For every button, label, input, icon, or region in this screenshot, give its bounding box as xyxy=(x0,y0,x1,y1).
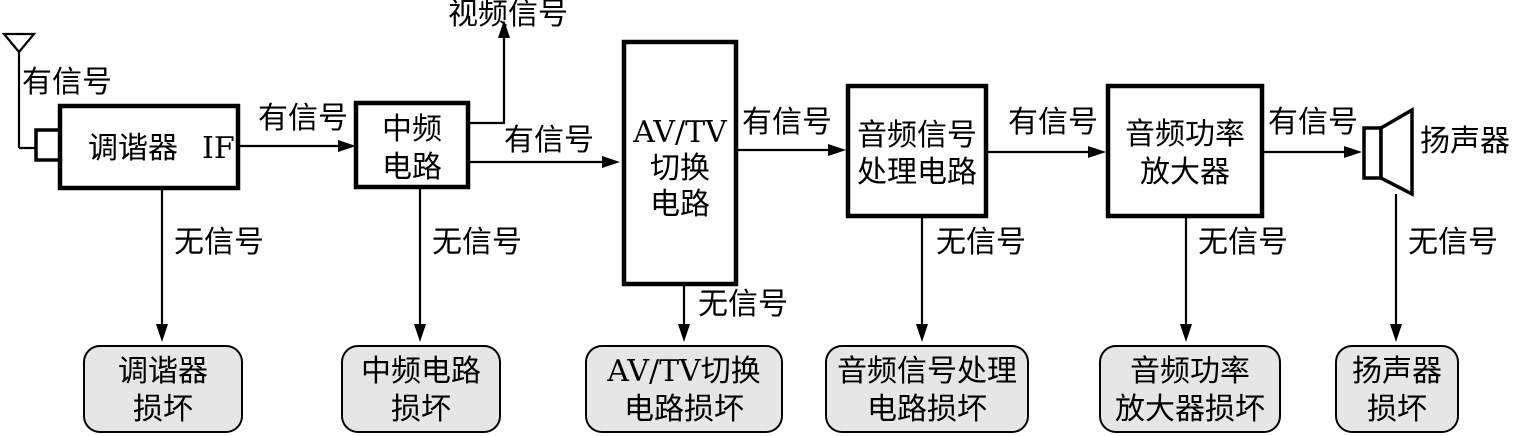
av-switch-label-line1: AV/TV xyxy=(632,115,728,150)
audio-amp-fault-line2: 放大器损坏 xyxy=(1115,392,1265,427)
if-no-signal-label: 无信号 xyxy=(432,225,522,260)
tuner-block xyxy=(57,103,241,191)
speaker-fault-line1: 扬声器 xyxy=(1352,354,1442,389)
av-tv-switch-block xyxy=(621,39,739,287)
speaker-fault-box xyxy=(1335,345,1459,433)
audio-proc-out-signal-label: 有信号 xyxy=(1008,105,1098,140)
if-circuit-label-line1: 中频 xyxy=(382,112,442,147)
antenna-signal-label: 有信号 xyxy=(22,65,112,100)
audio-proc-no-signal-label: 无信号 xyxy=(936,225,1026,260)
audio-amp-label-line1: 音频功率 xyxy=(1125,117,1245,152)
audio-proc-fault-box xyxy=(825,345,1029,433)
av-switch-label-line2: 切换 xyxy=(650,151,710,186)
audio-proc-label-line1: 音频信号 xyxy=(857,118,977,153)
av-switch-label-line3: 电路 xyxy=(650,187,710,222)
av-no-signal-label: 无信号 xyxy=(698,287,788,322)
speaker-no-signal-label: 无信号 xyxy=(1408,225,1498,260)
av-fault-box xyxy=(585,345,783,433)
tuner-label: 调谐器 xyxy=(88,131,178,166)
tuner-out-signal-label: 有信号 xyxy=(258,101,348,136)
audio-amp-fault-line1: 音频功率 xyxy=(1130,354,1250,389)
tuner-no-signal-label: 无信号 xyxy=(174,225,264,260)
if-fault-box xyxy=(341,345,501,433)
tuner-if-label: IF xyxy=(202,131,235,166)
audio-proc-fault-line1: 音频信号处理 xyxy=(837,354,1017,389)
speaker-label: 扬声器 xyxy=(1420,124,1510,159)
audio-amp-fault-box xyxy=(1099,345,1281,433)
audio-processing-block xyxy=(845,83,989,219)
audio-proc-fault-line2: 电路损坏 xyxy=(867,392,987,427)
video-signal-label: 视频信号 xyxy=(448,0,568,32)
video-signal-arrow xyxy=(468,36,506,125)
tuner-input-terminal xyxy=(34,128,62,162)
if-circuit-label-line2: 电路 xyxy=(382,150,442,185)
if-fault-line1: 中频电路 xyxy=(361,354,481,389)
audio-proc-label-line2: 处理电路 xyxy=(857,155,977,190)
speaker-icon xyxy=(1362,106,1414,197)
tuner-fault-box xyxy=(83,345,243,433)
if-out-signal-label: 有信号 xyxy=(504,123,594,158)
av-fault-line1: AV/TV切换 xyxy=(606,354,761,389)
av-out-signal-label: 有信号 xyxy=(742,105,832,140)
tuner-fault-line2: 损坏 xyxy=(133,392,193,427)
av-fault-line2: 电路损坏 xyxy=(624,392,744,427)
tuner-fault-line1: 调谐器 xyxy=(118,354,208,389)
speaker-fault-line2: 损坏 xyxy=(1367,392,1427,427)
amp-out-signal-label: 有信号 xyxy=(1268,105,1358,140)
if-circuit-block xyxy=(353,100,471,190)
audio-amp-no-signal-label: 无信号 xyxy=(1198,225,1288,260)
audio-amp-label-line2: 放大器 xyxy=(1140,155,1230,190)
antenna-icon xyxy=(1,32,37,150)
if-fault-line2: 损坏 xyxy=(391,392,451,427)
